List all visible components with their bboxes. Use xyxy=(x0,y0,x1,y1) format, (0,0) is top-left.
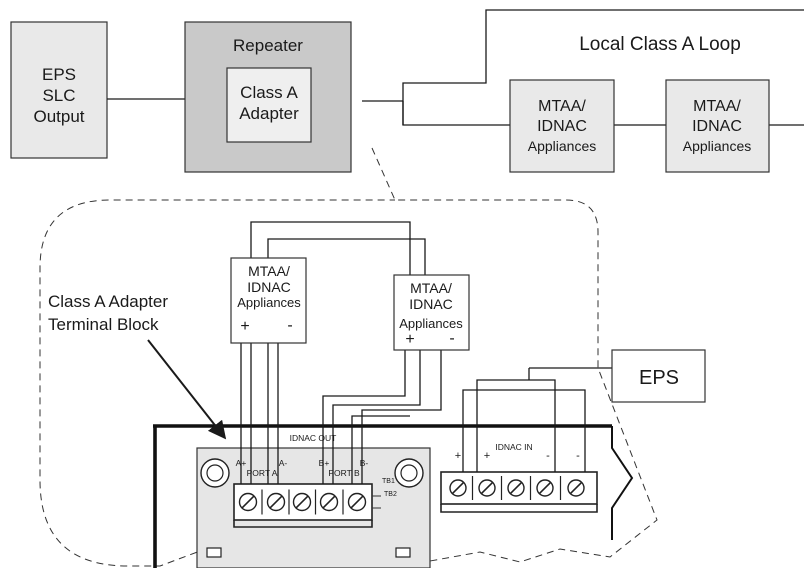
repeater-box: Repeater Class A Adapter xyxy=(184,21,352,173)
port-screws xyxy=(238,489,367,515)
svg-text:MTAA/: MTAA/ xyxy=(410,280,452,296)
appliance-2-minus: - xyxy=(449,330,454,347)
detail-appliance-1: MTAA/ IDNAC Appliances + - xyxy=(230,257,307,344)
port-screw-slot-4 xyxy=(322,495,336,509)
svg-text:IDNAC: IDNAC xyxy=(409,296,453,312)
adapter-line-1: Class A xyxy=(240,83,298,102)
detail-zoom-outline xyxy=(39,147,658,567)
idnac-in-screw-slot-3 xyxy=(509,481,523,495)
svg-text:B+: B+ xyxy=(319,458,330,468)
svg-text:A+: A+ xyxy=(236,458,247,468)
svg-text:-: - xyxy=(576,450,580,462)
svg-text:-: - xyxy=(546,450,550,462)
callout-label-line-1: Class A Adapter xyxy=(48,292,168,311)
idnac-in-screw-slot-5 xyxy=(569,481,583,495)
appliance-box-b: MTAA/ IDNAC Appliances xyxy=(665,79,770,173)
idnac-in-label: IDNAC IN xyxy=(495,442,532,452)
port-screw-slot-5 xyxy=(350,495,364,509)
detail-eps-box: EPS xyxy=(611,349,706,403)
svg-text:+: + xyxy=(455,450,461,462)
svg-text:B-: B- xyxy=(360,458,369,468)
svg-text:MTAA/: MTAA/ xyxy=(538,98,586,115)
eps-slc-output-box: EPS SLC Output xyxy=(10,21,108,159)
port-a-label: PORT A xyxy=(247,468,278,478)
port-screw-slot-2 xyxy=(269,495,283,509)
tb1-label: TB1 xyxy=(382,478,395,485)
local-loop-wires xyxy=(362,9,804,126)
terminal-block-board xyxy=(196,447,431,568)
svg-text:MTAA/: MTAA/ xyxy=(248,263,290,279)
eps-slc-line-3: Output xyxy=(33,107,84,126)
appliance-1-minus: - xyxy=(287,317,292,334)
idnac-in-terminal-block xyxy=(440,471,598,513)
callout-label-line-2: Terminal Block xyxy=(48,315,159,334)
idnac-in-screw-slot-2 xyxy=(480,481,494,495)
detail-wiring xyxy=(240,221,612,484)
callout-arrow xyxy=(147,339,227,440)
svg-text:Appliances: Appliances xyxy=(528,138,597,154)
local-loop-label: Local Class A Loop xyxy=(579,34,741,55)
appliance-2-plus: + xyxy=(405,331,414,348)
idnac-in-screws xyxy=(449,476,585,500)
adapter-line-2: Adapter xyxy=(239,104,299,123)
idnac-in-screw-slot-4 xyxy=(538,481,552,495)
class-a-adapter-box xyxy=(226,67,312,143)
port-b-label: PORT B xyxy=(328,468,360,478)
tb2-label: TB2 xyxy=(384,491,397,498)
svg-text:IDNAC: IDNAC xyxy=(247,279,291,295)
appliance-1-plus: + xyxy=(240,318,249,335)
board-led-right xyxy=(395,547,411,558)
svg-text:EPS: EPS xyxy=(639,367,679,389)
mount-hole-left xyxy=(200,458,230,488)
svg-text:Appliances: Appliances xyxy=(237,295,301,310)
idnac-in-screw-slot-1 xyxy=(451,481,465,495)
board-led-left xyxy=(206,547,222,558)
repeater-label: Repeater xyxy=(233,36,303,55)
svg-text:A-: A- xyxy=(279,458,288,468)
svg-text:Appliances: Appliances xyxy=(683,138,752,154)
svg-text:Appliances: Appliances xyxy=(399,316,463,331)
port-screw-slot-3 xyxy=(295,495,309,509)
detail-appliance-2: MTAA/ IDNAC Appliances + - xyxy=(393,274,470,351)
appliance-box-a: MTAA/ IDNAC Appliances xyxy=(509,79,615,173)
eps-slc-line-2: SLC xyxy=(42,86,75,105)
svg-text:IDNAC: IDNAC xyxy=(692,118,742,135)
svg-text:+: + xyxy=(484,450,490,462)
eps-slc-line-1: EPS xyxy=(42,65,76,84)
port-screw-slot-1 xyxy=(241,495,255,509)
svg-text:IDNAC: IDNAC xyxy=(537,118,587,135)
svg-text:MTAA/: MTAA/ xyxy=(693,98,741,115)
enclosure-edges xyxy=(153,424,634,568)
idnac-out-label: IDNAC OUT xyxy=(290,433,337,443)
mount-hole-right xyxy=(394,458,424,488)
